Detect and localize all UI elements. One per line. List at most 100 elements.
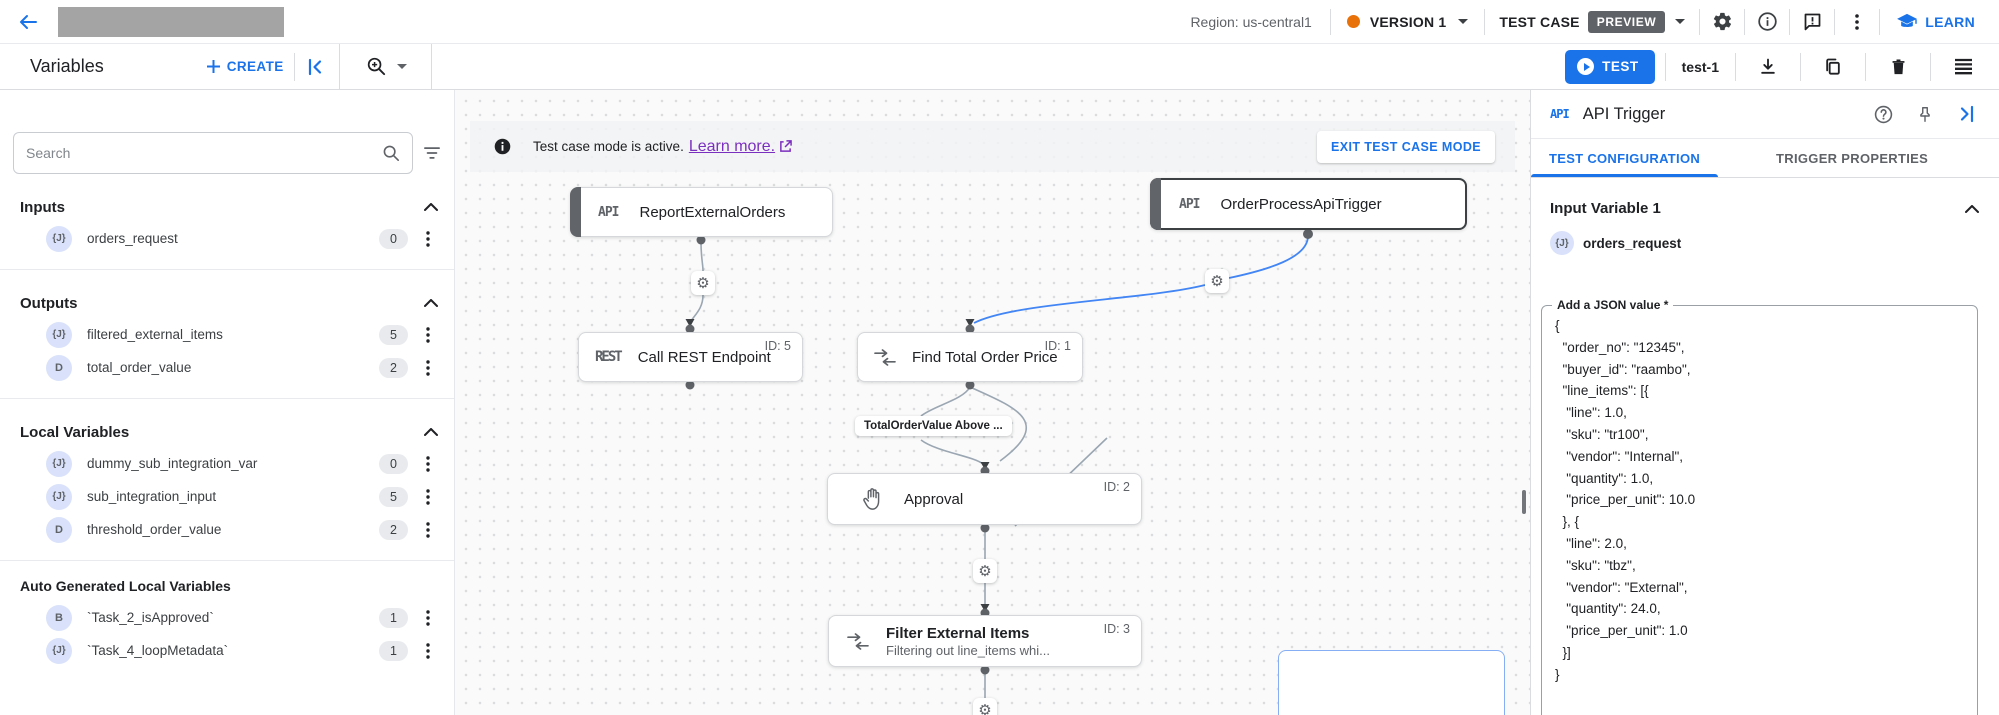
more-vert-icon <box>426 359 430 376</box>
download-button[interactable] <box>1746 49 1790 85</box>
variable-row[interactable]: B `Task_2_isApproved` 1 <box>0 601 454 634</box>
pin-button[interactable] <box>1907 96 1943 132</box>
data-mapping-icon <box>847 632 869 650</box>
double-type-icon: D <box>46 516 72 543</box>
section-header-outputs: Outputs <box>0 288 454 318</box>
tab-test-configuration[interactable]: TEST CONFIGURATION <box>1531 139 1719 177</box>
help-icon <box>1874 105 1892 123</box>
variable-row[interactable]: {J} sub_integration_input 5 <box>0 480 454 513</box>
approval-hand-icon <box>863 488 880 510</box>
variable-row[interactable]: {J} dummy_sub_integration_var 0 <box>0 447 454 480</box>
divider <box>0 560 454 561</box>
sort-icon[interactable] <box>424 146 440 160</box>
editor-toolbar: Variables CREATE TEST test-1 <box>0 43 1999 90</box>
version-dropdown[interactable]: VERSION 1 <box>1331 14 1485 30</box>
node-find-total-order-price[interactable]: Find Total Order Price ID: 1 <box>857 332 1083 382</box>
node-id: ID: 2 <box>1103 480 1130 494</box>
variable-menu-button[interactable] <box>416 518 440 542</box>
settings-button[interactable] <box>1700 4 1744 40</box>
json-value-textarea[interactable]: { "order_no": "12345", "buyer_id": "raam… <box>1542 306 1977 715</box>
more-vert-icon <box>426 455 430 472</box>
more-options-button[interactable] <box>1835 4 1879 40</box>
node-filter-external-items[interactable]: Filter External Items Filtering out line… <box>828 615 1142 667</box>
chevron-up-icon[interactable] <box>1965 204 1979 213</box>
api-tag: API <box>1550 107 1570 121</box>
workflow-canvas[interactable]: Test case mode is active. Learn more. EX… <box>455 90 1530 715</box>
section-title: Input Variable 1 <box>1550 200 1661 217</box>
divider <box>1329 8 1331 35</box>
test-button[interactable]: TEST <box>1565 49 1655 84</box>
top-bar: Region: us-central1 VERSION 1 TEST CASE … <box>0 0 1999 44</box>
test-case-dropdown[interactable]: TEST CASE PREVIEW <box>1485 10 1699 33</box>
variable-row[interactable]: {J} orders_request 0 <box>0 222 454 255</box>
panel-title: API Trigger <box>1582 104 1666 123</box>
variable-row[interactable]: {J} filtered_external_items 5 <box>0 318 454 351</box>
create-variable-button[interactable]: CREATE <box>206 59 284 74</box>
chevron-up-icon[interactable] <box>424 299 438 307</box>
search-box <box>13 132 413 174</box>
help-button[interactable] <box>1865 96 1901 132</box>
variable-menu-button[interactable] <box>416 485 440 509</box>
node-subtitle: Filtering out line_items whi... <box>886 642 1051 658</box>
divider <box>1664 52 1666 81</box>
variable-menu-button[interactable] <box>416 356 440 380</box>
json-type-icon: {J} <box>46 225 72 252</box>
variable-menu-button[interactable] <box>416 639 440 663</box>
variable-menu-button[interactable] <box>416 452 440 476</box>
node-title: Approval <box>904 490 964 508</box>
learn-more-link[interactable]: Learn more. <box>688 137 776 155</box>
info-icon <box>1758 12 1777 31</box>
node-title: Call REST Endpoint <box>637 348 771 366</box>
learn-button[interactable]: LEARN <box>1880 13 1985 31</box>
gear-icon <box>1713 12 1731 31</box>
edge-condition-label[interactable]: TotalOrderValue Above ... <box>855 416 1012 436</box>
search-icon <box>383 145 400 162</box>
zoom-icon <box>367 57 385 76</box>
variable-menu-button[interactable] <box>416 227 440 251</box>
variable-row[interactable]: D total_order_value 2 <box>0 351 454 384</box>
preview-badge: PREVIEW <box>1587 10 1666 33</box>
edge-config-gear-icon[interactable]: ⚙ <box>973 698 997 715</box>
chevron-up-icon[interactable] <box>424 203 438 211</box>
new-node-placeholder[interactable] <box>1278 650 1505 715</box>
edge-config-gear-icon[interactable]: ⚙ <box>1205 269 1229 293</box>
node-approval[interactable]: Approval ID: 2 <box>827 473 1142 525</box>
variable-menu-button[interactable] <box>416 606 440 630</box>
node-order-process-api-trigger[interactable]: API OrderProcessApiTrigger <box>1150 178 1467 230</box>
usage-count-badge: 0 <box>379 453 408 474</box>
version-status-dot <box>1346 15 1360 28</box>
chevron-up-icon[interactable] <box>424 428 438 436</box>
log-menu-button[interactable] <box>1941 49 1985 85</box>
collapse-variables-panel-button[interactable] <box>305 57 325 77</box>
variable-row[interactable]: D threshold_order_value 2 <box>0 513 454 546</box>
variable-name: `Task_2_isApproved` <box>87 610 214 625</box>
delete-button[interactable] <box>1876 49 1920 85</box>
node-report-external-orders[interactable]: API ReportExternalOrders <box>570 187 833 237</box>
edge-config-gear-icon[interactable]: ⚙ <box>691 271 715 295</box>
divider <box>1930 52 1931 81</box>
divider <box>1484 8 1486 35</box>
collapse-panel-button[interactable] <box>1949 96 1985 132</box>
canvas-scrollbar-thumb[interactable] <box>1522 490 1526 514</box>
chevron-down-icon <box>1675 19 1686 24</box>
version-label: VERSION 1 <box>1369 13 1447 30</box>
search-input[interactable] <box>26 145 382 161</box>
variable-row[interactable]: {J} `Task_4_loopMetadata` 1 <box>0 634 454 667</box>
test-case-name[interactable]: test-1 <box>1681 58 1719 75</box>
api-trigger-tag: API <box>1179 196 1201 212</box>
info-button[interactable] <box>1745 4 1789 40</box>
divider <box>1744 8 1746 35</box>
zoom-dropdown[interactable] <box>366 56 407 77</box>
node-call-rest-endpoint[interactable]: REST Call REST Endpoint ID: 5 <box>578 332 803 382</box>
feedback-button[interactable] <box>1790 4 1834 40</box>
copy-button[interactable] <box>1811 49 1855 85</box>
variable-menu-button[interactable] <box>416 323 440 347</box>
tab-trigger-properties[interactable]: TRIGGER PROPERTIES <box>1776 150 1929 166</box>
json-field-label: Add a JSON value * <box>1552 298 1674 312</box>
exit-test-case-mode-button[interactable]: EXIT TEST CASE MODE <box>1317 130 1495 163</box>
back-button[interactable] <box>12 6 44 38</box>
usage-count-badge: 2 <box>379 519 408 540</box>
edge-config-gear-icon[interactable]: ⚙ <box>973 559 997 583</box>
json-type-icon: {J} <box>46 450 72 477</box>
node-title: OrderProcessApiTrigger <box>1220 195 1382 213</box>
